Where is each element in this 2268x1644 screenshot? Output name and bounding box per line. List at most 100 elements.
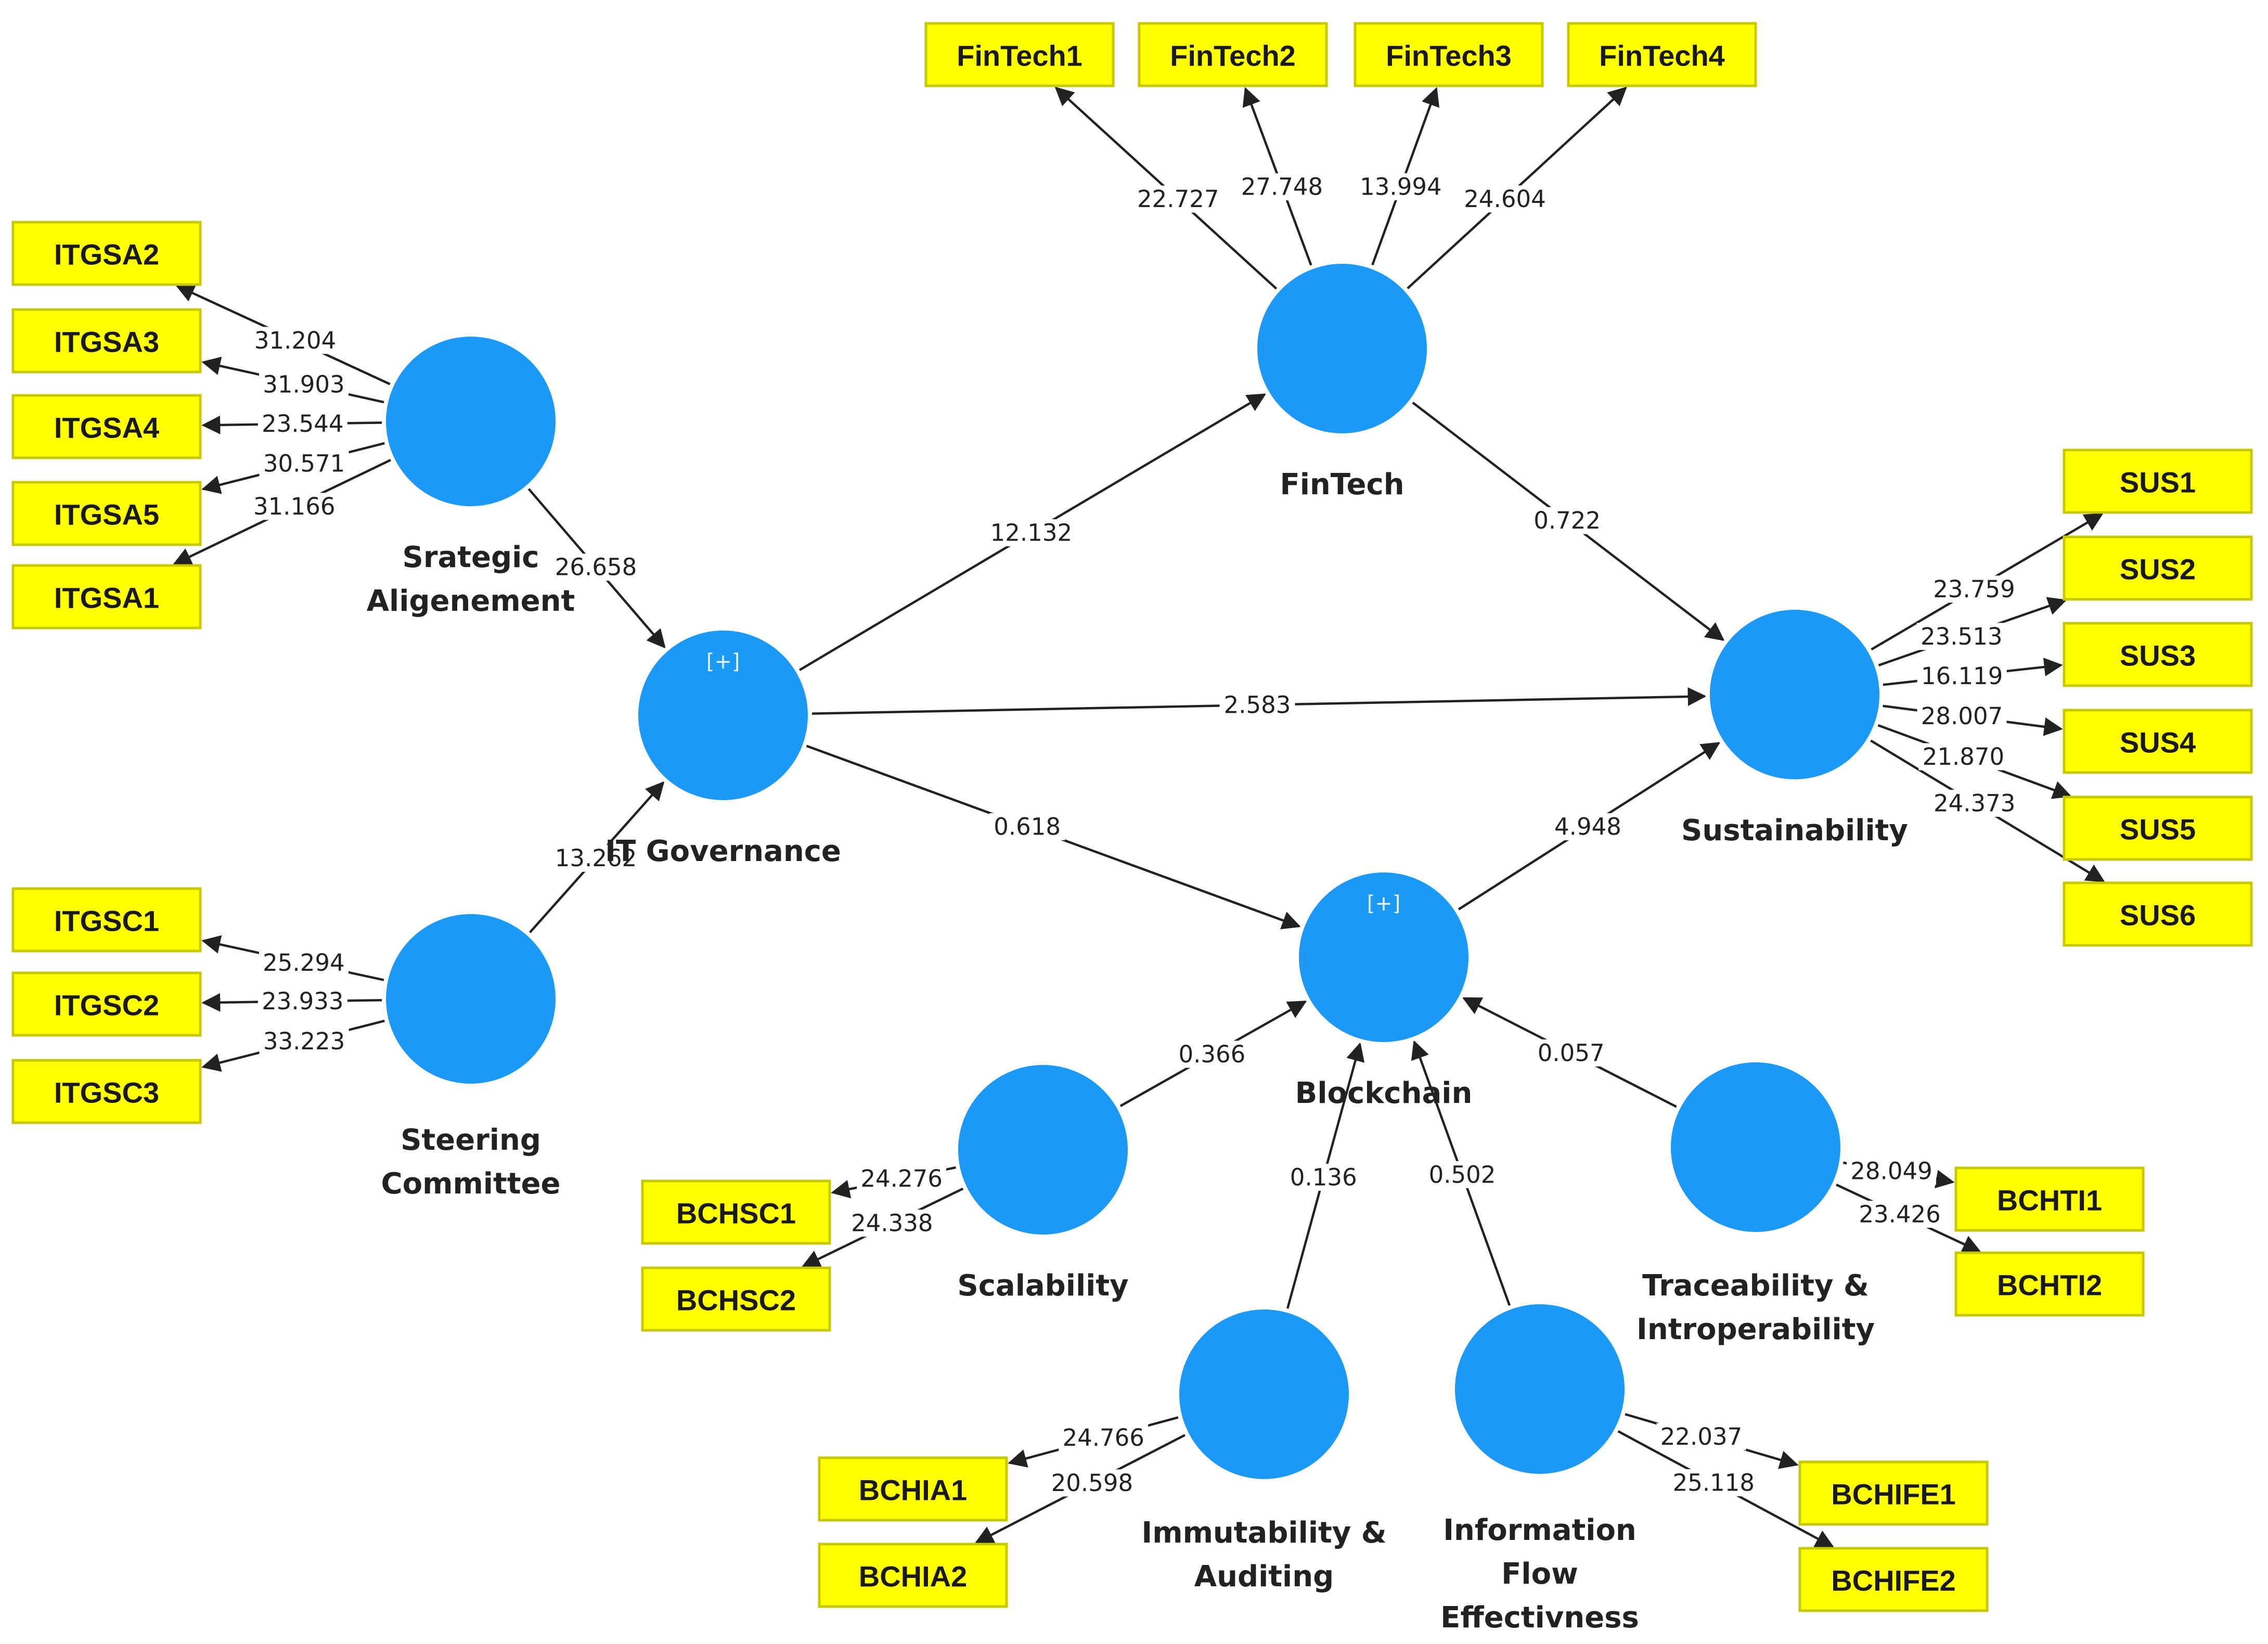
indicator-label: SUS2 <box>2120 553 2196 586</box>
indicator-itgsa3[interactable]: ITGSA3 <box>11 308 202 374</box>
indicator-label: BCHTI1 <box>1997 1184 2102 1217</box>
path-coefficient-itg-sus: 2.583 <box>1219 691 1295 719</box>
loading-value-itgsc2: 23.933 <box>257 987 347 1015</box>
latent-scalability[interactable]: Scalability <box>954 1061 1132 1303</box>
expand-toggle[interactable]: [+] <box>1367 892 1401 916</box>
svg-text:21.870: 21.870 <box>1923 743 2004 770</box>
svg-text:26.658: 26.658 <box>555 554 637 581</box>
indicator-label: SUS1 <box>2120 466 2196 499</box>
indicator-bchife1[interactable]: BCHIFE1 <box>1798 1460 1989 1526</box>
indicator-label: BCHSC1 <box>676 1197 796 1230</box>
loading-value-fintech4: 24.604 <box>1460 185 1550 213</box>
indicator-sus5[interactable]: SUS5 <box>2063 795 2253 861</box>
indicator-sus4[interactable]: SUS4 <box>2063 709 2253 774</box>
indicator-bchia1[interactable]: BCHIA1 <box>818 1456 1008 1522</box>
indicator-label: ITGSA5 <box>54 498 159 531</box>
latent-label: Committee <box>381 1167 561 1201</box>
indicator-itgsa2[interactable]: ITGSA2 <box>11 221 202 286</box>
latent-fintech[interactable]: FinTech <box>1253 260 1431 502</box>
path-coefficient-sa-itg: 26.658 <box>551 554 641 581</box>
latent-label: Aligenement <box>367 584 575 618</box>
indicator-label: SUS4 <box>2120 726 2196 759</box>
indicator-label: BCHTI2 <box>1997 1269 2102 1302</box>
indicator-label: ITGSC1 <box>54 905 159 937</box>
indicator-bchife2[interactable]: BCHIFE2 <box>1798 1547 1989 1612</box>
latent-blockchain[interactable]: [+]Blockchain <box>1295 868 1473 1110</box>
indicator-label: ITGSC2 <box>54 989 159 1022</box>
indicator-itgsa4[interactable]: ITGSA4 <box>11 394 202 459</box>
indicator-sus6[interactable]: SUS6 <box>2063 881 2253 947</box>
indicator-itgsa5[interactable]: ITGSA5 <box>11 481 202 546</box>
svg-text:27.748: 27.748 <box>1241 173 1323 201</box>
loading-value-bchia1: 24.766 <box>1059 1424 1149 1452</box>
latent-immutability[interactable]: Immutability &Auditing <box>1141 1305 1387 1594</box>
path-coefficient-infoflow-blockchain: 0.502 <box>1424 1161 1500 1188</box>
path-coefficient-traceability-blockchain: 0.057 <box>1533 1039 1609 1067</box>
loading-value-itgsa1: 31.166 <box>249 493 339 520</box>
indicator-label: ITGSA4 <box>54 412 159 444</box>
latent-label: Auditing <box>1194 1560 1334 1594</box>
svg-text:24.276: 24.276 <box>860 1165 942 1192</box>
indicator-fintech4[interactable]: FinTech4 <box>1567 22 1757 87</box>
indicator-itgsc1[interactable]: ITGSC1 <box>11 887 202 953</box>
svg-text:24.766: 24.766 <box>1062 1424 1144 1452</box>
latent-label: Steering <box>401 1123 541 1157</box>
indicator-sus1[interactable]: SUS1 <box>2063 448 2253 514</box>
indicator-label: ITGSA1 <box>54 582 159 614</box>
svg-text:25.294: 25.294 <box>263 949 344 977</box>
path-coefficient-scalability-blockchain: 0.366 <box>1174 1041 1250 1068</box>
indicator-bchia2[interactable]: BCHIA2 <box>818 1543 1008 1608</box>
indicator-fintech1[interactable]: FinTech1 <box>924 22 1115 87</box>
loading-value-fintech3: 13.994 <box>1356 173 1446 200</box>
indicator-bchti1[interactable]: BCHTI1 <box>1954 1166 2145 1232</box>
indicator-bchti2[interactable]: BCHTI2 <box>1954 1251 2145 1317</box>
indicator-itgsc2[interactable]: ITGSC2 <box>11 971 202 1037</box>
indicator-itgsa1[interactable]: ITGSA1 <box>11 564 202 630</box>
loading-value-sus6: 24.373 <box>1929 790 2019 817</box>
loading-value-sus4: 28.007 <box>1917 702 2007 730</box>
expand-toggle[interactable]: [+] <box>706 650 740 674</box>
indicator-label: BCHIA2 <box>859 1560 967 1593</box>
svg-text:24.338: 24.338 <box>851 1210 933 1237</box>
nodes-layer: FinTech1 FinTech2 FinTech3 FinTech4ITGSA2IT… <box>11 22 2253 1635</box>
loading-value-sus2: 23.513 <box>1916 623 2006 650</box>
svg-text:25.118: 25.118 <box>1673 1469 1755 1496</box>
svg-text:31.204: 31.204 <box>254 327 336 354</box>
latent-it-governance[interactable]: [+]IT Governance <box>605 626 841 868</box>
loading-value-bchti2: 23.426 <box>1855 1200 1945 1228</box>
svg-text:2.583: 2.583 <box>1224 691 1291 719</box>
svg-text:0.057: 0.057 <box>1538 1039 1605 1067</box>
path-coefficient-blockchain-sus: 4.948 <box>1550 813 1626 841</box>
svg-text:0.618: 0.618 <box>994 813 1061 841</box>
loading-value-itgsa3: 31.903 <box>259 370 349 398</box>
svg-text:24.373: 24.373 <box>1934 790 2015 817</box>
latent-traceability[interactable]: Traceability &Introperability <box>1636 1058 1875 1346</box>
indicator-label: ITGSC3 <box>54 1076 159 1109</box>
svg-text:4.948: 4.948 <box>1554 813 1621 841</box>
loading-value-bchife2: 25.118 <box>1669 1469 1759 1496</box>
svg-text:24.604: 24.604 <box>1464 185 1545 213</box>
indicator-label: BCHSC2 <box>676 1284 796 1317</box>
loading-value-itgsc3: 33.223 <box>259 1028 349 1055</box>
path-coefficient-fintech-sus: 0.722 <box>1529 507 1605 534</box>
coefficient-labels-layer: 26.65813.26212.1322.5830.6180.7224.9480.… <box>249 173 2019 1497</box>
indicator-label: FinTech4 <box>1599 40 1725 72</box>
indicator-fintech3[interactable]: FinTech3 <box>1354 22 1544 87</box>
indicator-sus2[interactable]: SUS2 <box>2063 535 2253 601</box>
latent-sustainability[interactable]: Sustainability <box>1681 606 1908 847</box>
path-coefficient-immutability-blockchain: 0.136 <box>1285 1163 1361 1191</box>
svg-text:0.136: 0.136 <box>1290 1163 1357 1191</box>
indicator-fintech2[interactable]: FinTech2 <box>1138 22 1328 87</box>
indicator-label: BCHIA1 <box>859 1474 967 1507</box>
indicator-itgsc3[interactable]: ITGSC3 <box>11 1059 202 1124</box>
indicator-bchsc1[interactable]: BCHSC1 <box>641 1179 831 1245</box>
latent-label: Sustainability <box>1681 814 1908 847</box>
svg-text:22.727: 22.727 <box>1137 185 1219 213</box>
svg-text:23.759: 23.759 <box>1933 575 2015 603</box>
indicator-sus3[interactable]: SUS3 <box>2063 622 2253 687</box>
indicator-bchsc2[interactable]: BCHSC2 <box>641 1266 831 1332</box>
